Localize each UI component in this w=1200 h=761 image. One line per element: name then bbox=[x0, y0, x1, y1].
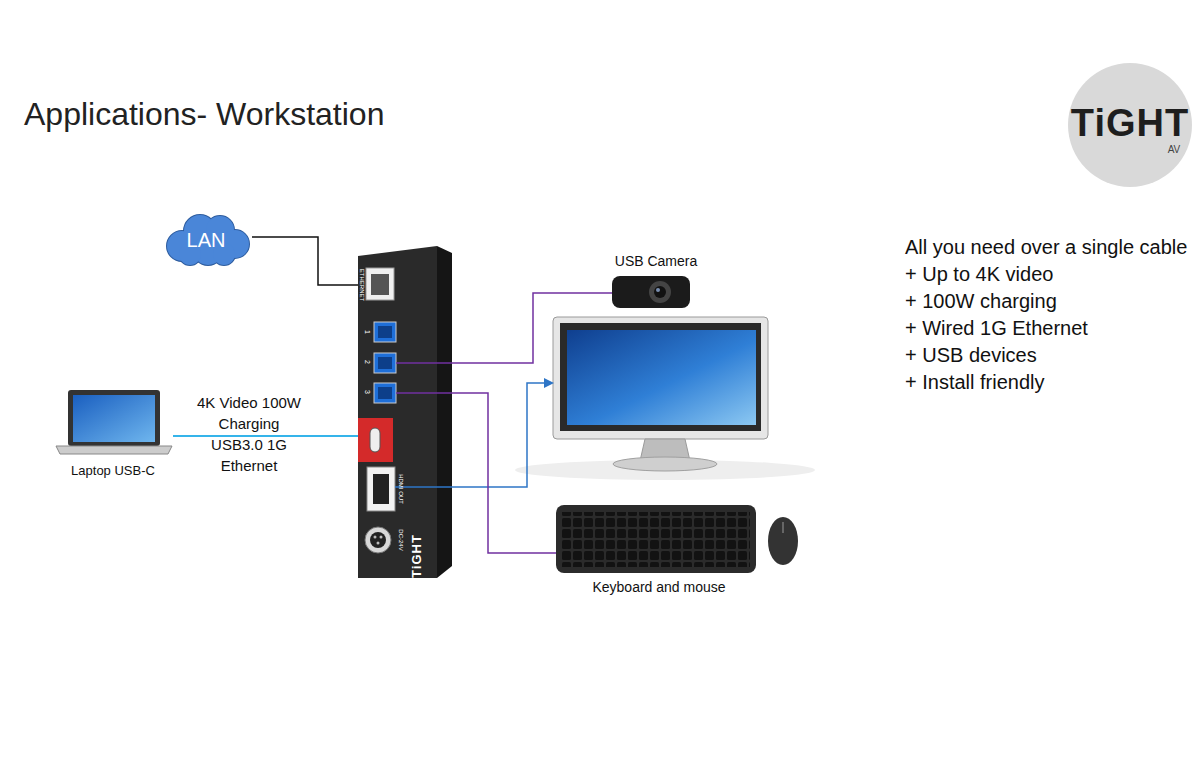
laptop-base bbox=[56, 446, 172, 454]
cloud-label: LAN bbox=[187, 229, 226, 252]
device-caption: Keyboard and mouse bbox=[592, 579, 725, 595]
usb-socket bbox=[378, 387, 392, 399]
port-number: 1 bbox=[364, 330, 371, 334]
camera-lens bbox=[656, 288, 660, 292]
monitor-bezel bbox=[553, 317, 768, 439]
usb-wire bbox=[396, 362, 452, 364]
monitor-screen bbox=[567, 330, 756, 425]
brand-mark: TiGHT bbox=[409, 534, 424, 578]
ethernet-port bbox=[366, 268, 394, 300]
feature-text: + Wired 1G Ethernet bbox=[905, 317, 1088, 340]
connector bbox=[252, 237, 358, 285]
usb-port bbox=[374, 353, 396, 373]
feature-text: + 100W charging bbox=[905, 290, 1057, 313]
usbc-port bbox=[370, 428, 380, 452]
keyboard-node: Keyboard and mouse bbox=[556, 500, 801, 596]
device-caption: USB Camera bbox=[615, 253, 697, 269]
logo-text: TiGHT bbox=[1071, 102, 1189, 145]
port-label: ETHERNET bbox=[359, 269, 365, 301]
camera-body bbox=[612, 276, 690, 308]
port-label: HDMI OUT bbox=[398, 474, 404, 504]
dc-pin bbox=[374, 536, 377, 539]
laptop-node: Laptop USB-C bbox=[55, 388, 173, 478]
dc-pin bbox=[377, 542, 380, 545]
feature-text: All you need over a single cable bbox=[905, 236, 1187, 259]
usb-socket bbox=[378, 357, 392, 369]
hdmi-socket bbox=[373, 474, 389, 504]
arrow-head bbox=[544, 378, 554, 388]
camera-lens bbox=[654, 286, 666, 298]
edge-label: 4K Video 100W Charging USB3.0 1G Etherne… bbox=[193, 392, 305, 476]
monitor-base bbox=[613, 457, 717, 471]
port-number: 3 bbox=[364, 390, 371, 394]
port-label: DC-24V bbox=[398, 529, 404, 550]
laptop-screen bbox=[73, 395, 155, 442]
laptop-lid bbox=[68, 390, 160, 446]
camera-lens bbox=[649, 281, 671, 303]
hdmi-port bbox=[367, 467, 395, 511]
cloud-node: LAN bbox=[160, 210, 252, 268]
keyboard-keys bbox=[562, 512, 750, 567]
usb-wire bbox=[396, 392, 452, 394]
usb-port bbox=[374, 322, 396, 342]
device-caption: Laptop USB-C bbox=[71, 463, 155, 478]
dc-pin bbox=[380, 536, 383, 539]
usb-socket bbox=[378, 326, 392, 338]
slide-title: Applications- Workstation bbox=[24, 96, 384, 133]
device-front bbox=[358, 246, 437, 578]
dock-device: ETHERNET 1 2 3HDMI OUT DC-24V TiGHT bbox=[358, 245, 452, 580]
monitor-frame bbox=[560, 323, 761, 431]
feature-text: + Install friendly bbox=[905, 371, 1045, 394]
hdmi-wire bbox=[395, 383, 546, 487]
keyboard-body bbox=[556, 505, 756, 573]
mouse-body bbox=[768, 517, 798, 565]
usbc-panel bbox=[358, 418, 393, 462]
feature-text: + Up to 4K video bbox=[905, 263, 1053, 286]
dc-jack-socket bbox=[370, 532, 386, 548]
connector bbox=[452, 393, 556, 553]
dc-jack bbox=[365, 527, 391, 553]
feature-text: + USB devices bbox=[905, 344, 1037, 367]
logo-circle: TiGHTAV bbox=[1068, 63, 1192, 187]
logo-subtext: AV bbox=[1168, 144, 1181, 155]
port-number: 2 bbox=[364, 360, 371, 364]
usb-port bbox=[374, 383, 396, 403]
device-side bbox=[437, 246, 452, 578]
camera-node: USB Camera bbox=[612, 252, 692, 308]
connector bbox=[452, 293, 612, 363]
mouse-wheel bbox=[782, 522, 784, 533]
ethernet-socket bbox=[371, 274, 389, 295]
